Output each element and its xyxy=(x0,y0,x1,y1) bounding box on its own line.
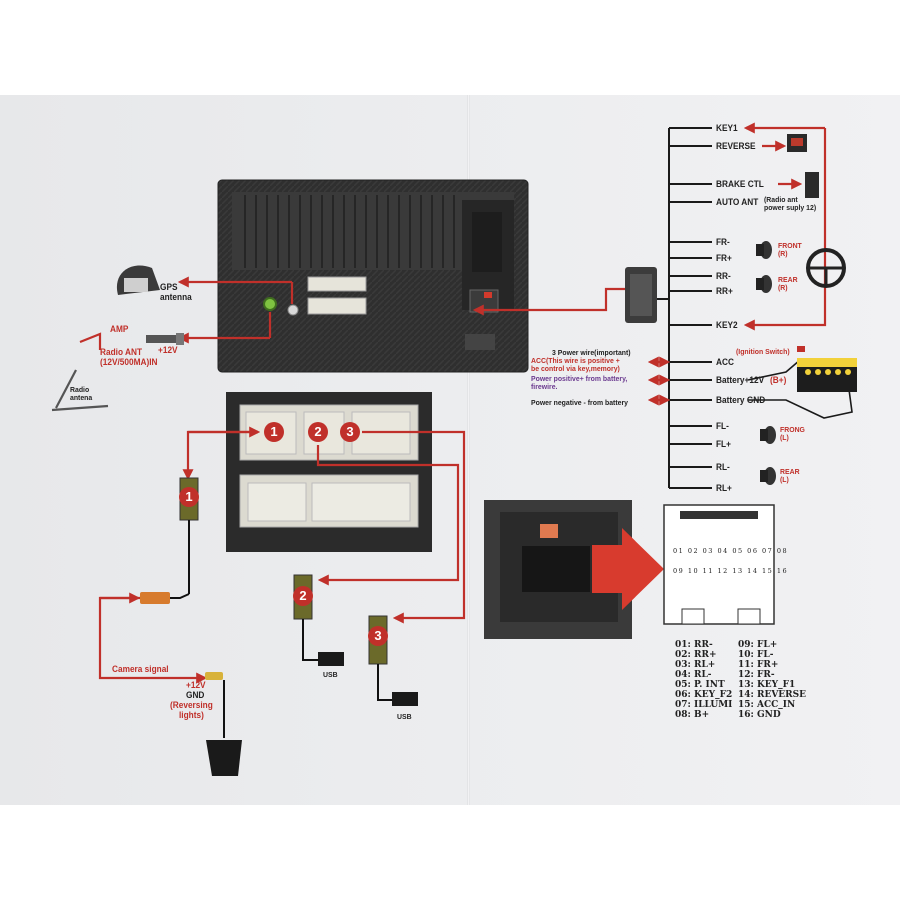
battery-wires xyxy=(747,359,853,419)
radio-jack xyxy=(287,304,299,316)
wire-fl-minus: FL- xyxy=(716,421,729,431)
wire-key1: KEY1 xyxy=(716,123,738,133)
wire-harness xyxy=(655,127,712,489)
gps-jack xyxy=(263,297,277,311)
pin-row: 15: ACC_IN xyxy=(738,700,796,710)
head-unit-back xyxy=(217,179,529,373)
speaker-rear-r-icon xyxy=(756,275,772,293)
gps-antenna-icon xyxy=(116,265,160,295)
battery-icon xyxy=(797,346,857,392)
amp-plug-icon xyxy=(146,333,184,345)
pin-row: 11: FR+ xyxy=(738,660,779,670)
pin-row: 06: KEY_F2 xyxy=(675,690,733,700)
usb-2-label: USB xyxy=(323,670,338,679)
amp-12v-label: +12V xyxy=(158,345,178,355)
pin-row: 10: FL- xyxy=(738,650,774,660)
wire-fr-plus: FR+ xyxy=(716,253,732,263)
plug-2-badge: 2 xyxy=(293,586,313,606)
pin-row: 02: RR+ xyxy=(675,650,717,660)
positive-note: Power positive+ from battery, firewire. xyxy=(531,374,628,391)
connector-3-badge: 3 xyxy=(340,422,360,442)
pin-row: 14: REVERSE xyxy=(738,690,807,700)
brake-icon xyxy=(805,172,819,198)
pin-numbers-bottom: 09 10 11 12 13 14 15 16 xyxy=(673,567,789,575)
pin-row: 01: RR- xyxy=(675,640,713,650)
pin-row: 07: ILLUMI xyxy=(675,700,733,710)
wire-rr-minus: RR- xyxy=(716,271,731,281)
wire-acc: ACC xyxy=(716,357,734,367)
speaker-rear-r-label: REAR (R) xyxy=(778,275,798,292)
camera-gnd-label: GND xyxy=(186,690,205,700)
acc-note: ACC(This wire is positive + be control v… xyxy=(531,356,620,373)
wire-fl-plus: FL+ xyxy=(716,439,731,449)
wire-battery-gnd: Battery GND xyxy=(716,395,766,405)
gps-antenna-label: GPS antenna xyxy=(160,282,192,302)
camera-signal-label: Camera signal xyxy=(112,664,169,674)
radio-antenna-label: Radio antena xyxy=(70,385,93,402)
speaker-rear-l-icon xyxy=(760,467,776,485)
wire-rl-minus: RL- xyxy=(716,462,730,472)
reversing-lights-label: (Reversing lights) xyxy=(170,700,213,720)
pin-row: 08: B+ xyxy=(675,710,710,720)
wire-auto-ant: AUTO ANT xyxy=(716,197,759,207)
speaker-front-r-label: FRONT (R) xyxy=(778,241,802,258)
connector-2-badge: 2 xyxy=(308,422,328,442)
heatsink-fins xyxy=(244,195,455,268)
plug-1-badge: 1 xyxy=(179,487,199,507)
auto-ant-note: (Radio ant power suply 12) xyxy=(764,195,817,212)
wire-battery-bplus: (B+) xyxy=(770,375,787,385)
camera-12v-label: +12V xyxy=(186,680,206,690)
speaker-front-r-icon xyxy=(756,241,772,259)
wire-fr-minus: FR- xyxy=(716,237,730,247)
ignition-switch-label: (Ignition Switch) xyxy=(736,347,790,356)
speaker-front-l-label: FRONG (L) xyxy=(780,425,805,442)
radio-antenna-icon xyxy=(51,332,109,412)
negative-note: Power negative - from battery xyxy=(531,398,629,407)
pin-row: 12: FR- xyxy=(738,670,775,680)
speaker-front-l-icon xyxy=(760,426,776,444)
iso-connector-photo xyxy=(484,500,664,639)
pin-row: 03: RL+ xyxy=(675,660,716,670)
pin-row: 09: FL+ xyxy=(738,640,778,650)
power-title: 3 Power wire(important) xyxy=(552,348,631,357)
plug-3-badge: 3 xyxy=(368,626,388,646)
steering-wheel-icon xyxy=(806,248,846,288)
pin-row: 05: P. INT xyxy=(675,680,725,690)
iso-pin-diagram xyxy=(663,504,775,625)
wire-reverse: REVERSE xyxy=(716,141,756,151)
amp-label: AMP xyxy=(110,324,129,334)
wire-battery12: Battery+12V xyxy=(716,375,765,385)
red-wires xyxy=(98,122,827,684)
connector-1-badge: 1 xyxy=(264,422,284,442)
wire-brake: BRAKE CTL xyxy=(716,179,764,189)
speaker-rear-l-label: REAR (L) xyxy=(780,467,800,484)
reversing-camera-icon xyxy=(205,672,242,776)
wire-key2: KEY2 xyxy=(716,320,738,330)
connector-photo xyxy=(226,392,432,552)
pin-numbers-top: 01 02 03 04 05 06 07 08 xyxy=(673,547,789,555)
wire-rr-plus: RR+ xyxy=(716,286,733,296)
usb-3-label: USB xyxy=(397,712,412,721)
pin-row: 13: KEY_F1 xyxy=(738,680,796,690)
wire-rl-plus: RL+ xyxy=(716,483,732,493)
radio-ant-label: Radio ANT (12V/500MA)IN xyxy=(100,347,158,367)
pin-row: 16: GND xyxy=(738,710,781,720)
page-fold xyxy=(467,95,470,805)
pin-row: 04: RL- xyxy=(675,670,712,680)
pointer-arrow xyxy=(592,528,664,610)
